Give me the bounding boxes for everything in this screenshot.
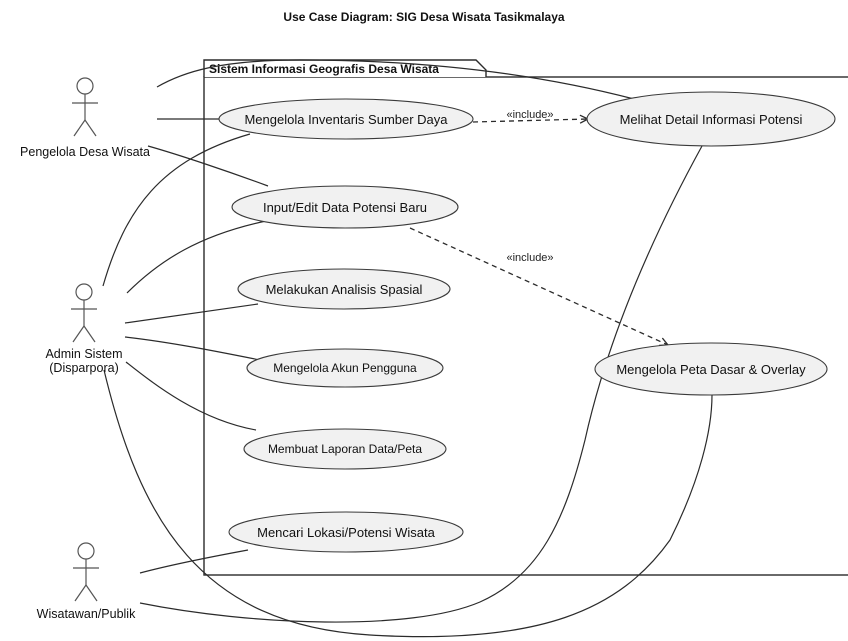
actor-label: Pengelola Desa Wisata <box>20 145 150 159</box>
association-wisatawan-detail <box>139 145 703 623</box>
use-case-analisis: Melakukan Analisis Spasial <box>237 268 451 310</box>
use-case-label: Mengelola Inventaris Sumber Daya <box>244 112 448 127</box>
association-pengelola-detail <box>156 59 635 100</box>
stick-figure-icon <box>71 283 97 343</box>
actor-pengelola: Pengelola Desa Wisata <box>20 77 150 159</box>
include-label-inventaris-detail: «include» <box>506 109 553 121</box>
association-admin-inventaris <box>102 133 251 287</box>
association-admin-akun <box>124 336 261 361</box>
use-case-detail: Melihat Detail Informasi Potensi <box>586 91 836 147</box>
include-arrow-inventaris-detail <box>472 119 588 122</box>
association-wisatawan-mencari <box>139 549 249 574</box>
actor-admin: Admin Sistem (Disparpora) <box>45 283 123 375</box>
use-case-laporan: Membuat Laporan Data/Peta <box>243 428 447 470</box>
use-case-label: Melakukan Analisis Spasial <box>266 282 423 297</box>
use-case-input: Input/Edit Data Potensi Baru <box>231 185 459 229</box>
use-case-inventaris: Mengelola Inventaris Sumber Daya <box>218 98 474 140</box>
stick-figure-icon <box>73 542 99 602</box>
use-case-label: Mengelola Peta Dasar & Overlay <box>616 362 806 377</box>
use-case-label: Mengelola Akun Pengguna <box>273 361 417 375</box>
use-case-label: Input/Edit Data Potensi Baru <box>263 200 427 215</box>
association-pengelola-input <box>147 145 269 187</box>
system-label: Sistem Informasi Geografis Desa Wisata <box>209 62 439 76</box>
diagram-title: Use Case Diagram: SIG Desa Wisata Tasikm… <box>283 10 564 24</box>
use-case-label: Mencari Lokasi/Potensi Wisata <box>257 525 436 540</box>
actor-label-line-1: Admin Sistem <box>45 347 122 361</box>
use-case-mencari: Mencari Lokasi/Potensi Wisata <box>228 511 464 553</box>
associations <box>102 59 713 638</box>
actor-label-line-2: (Disparpora) <box>49 361 118 375</box>
association-admin-laporan <box>125 361 257 431</box>
use-case-peta: Mengelola Peta Dasar & Overlay <box>594 342 828 396</box>
include-relations: «include» «include» <box>409 109 668 345</box>
actor-label: Wisatawan/Publik <box>37 607 136 621</box>
stick-figure-icon <box>72 77 98 137</box>
association-admin-input <box>126 220 267 294</box>
use-case-label: Membuat Laporan Data/Peta <box>268 442 422 456</box>
actor-wisatawan: Wisatawan/Publik <box>37 542 136 621</box>
use-case-label: Melihat Detail Informasi Potensi <box>620 112 803 127</box>
use-case-akun: Mengelola Akun Pengguna <box>246 348 444 388</box>
include-label-input-peta: «include» <box>506 252 553 264</box>
include-arrow-input-peta <box>409 227 668 345</box>
association-admin-analisis <box>124 303 259 324</box>
association-admin-peta <box>103 369 713 638</box>
